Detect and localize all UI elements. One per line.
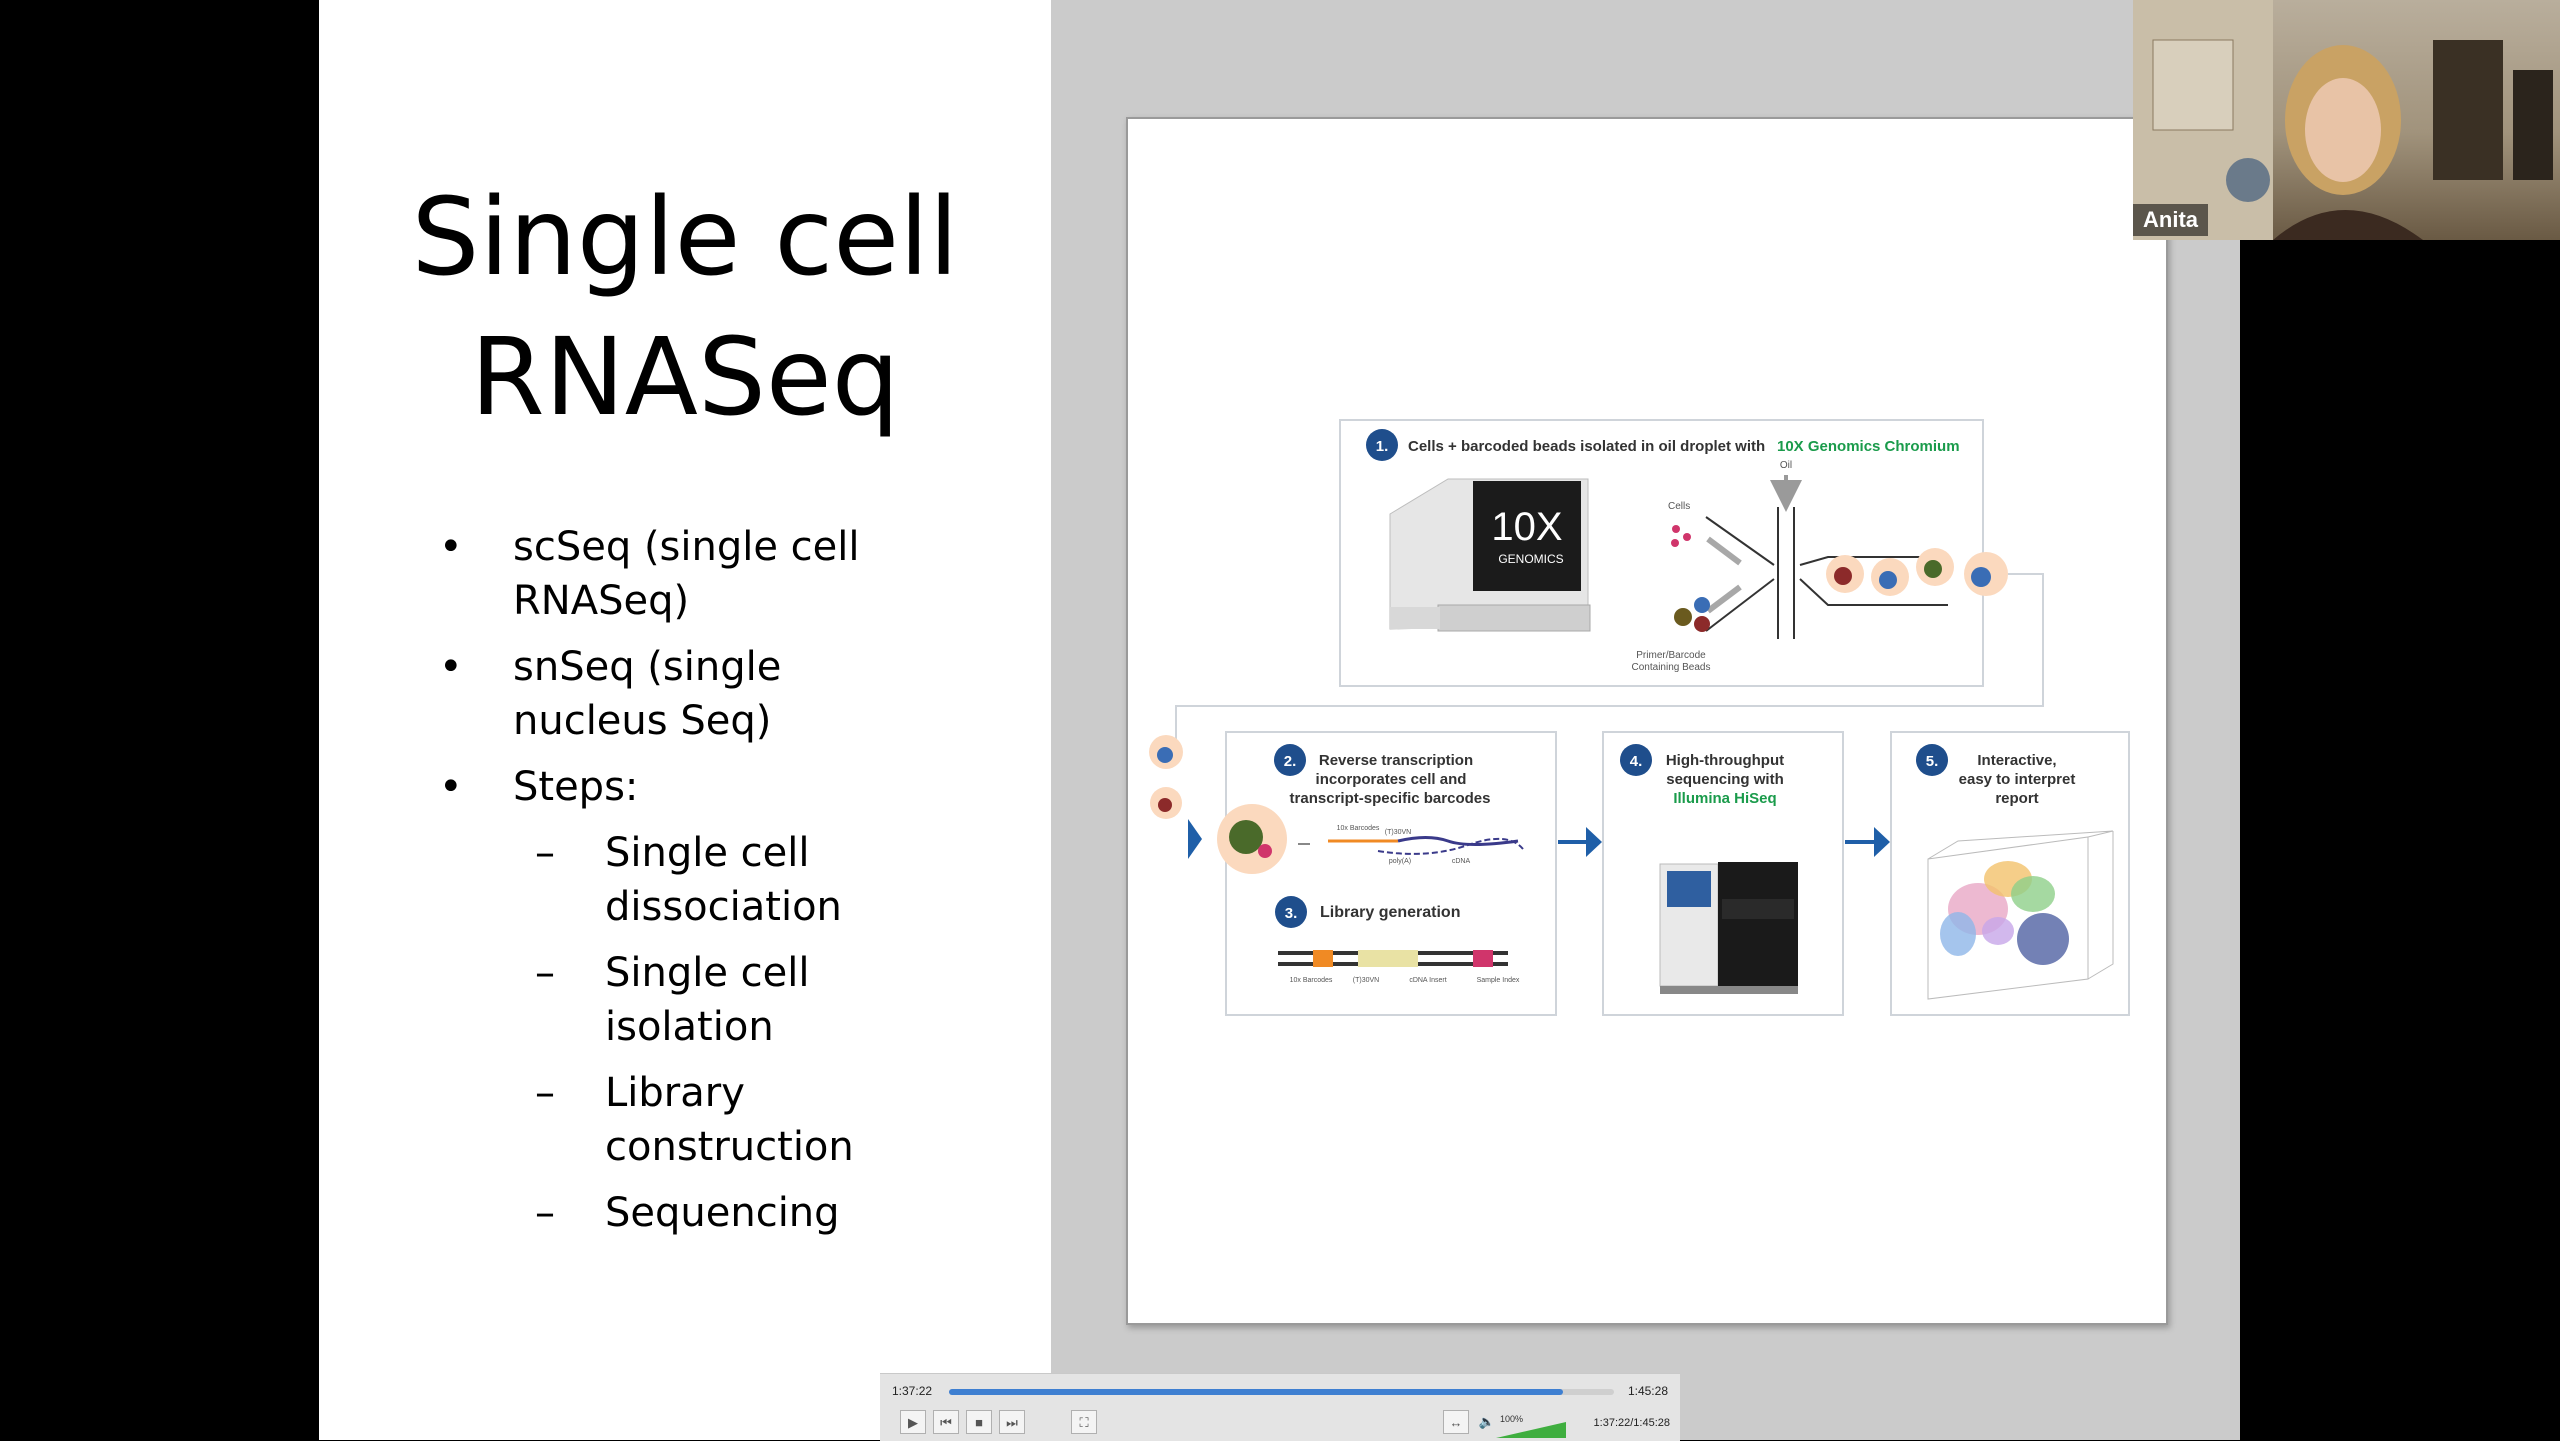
seek-bar-progress	[949, 1389, 1563, 1395]
step2-title-line2: incorporates cell and	[1316, 771, 1467, 788]
chromium-instrument-image: 10X GENOMICS	[1389, 478, 1591, 632]
label-beads-1: Primer/Barcode	[1636, 650, 1706, 661]
step2-label-cdna: cDNA	[1452, 858, 1471, 865]
arrow-head	[1586, 827, 1602, 857]
participant-video-image	[2133, 0, 2553, 240]
tsne-cluster-cube-image	[1927, 830, 2114, 1000]
sub-bullet-item: –Single cell dissociation	[535, 830, 842, 930]
arrow-to-step2	[1188, 819, 1202, 859]
resize-icon[interactable]: ↔	[1443, 1410, 1469, 1434]
step4-title-line1: High-throughput	[1666, 752, 1784, 769]
step2-title-line3: transcript-specific barcodes	[1290, 790, 1491, 807]
step2-3-box	[1225, 731, 1557, 1016]
sub-bullet-item: –Library construction	[535, 1070, 854, 1170]
media-player-controls: 1:37:22 1:45:28 ▶ ⏮ ■ ⏭ ⛶ ↔ 🔈 100% 1:37:…	[880, 1373, 1680, 1441]
instrument-logo: 10X	[1491, 505, 1562, 549]
lib-label-cdna: cDNA Insert	[1409, 977, 1446, 984]
step1-number: 1.	[1376, 438, 1389, 455]
play-icon[interactable]: ▶	[900, 1410, 926, 1434]
right-letterbox	[2240, 240, 2560, 1440]
bullet-item: •snSeq (single nucleus Seq)	[439, 644, 782, 744]
instrument-sub: GENOMICS	[1498, 552, 1563, 566]
bullet-list: •scSeq (single cell RNASeq) •snSeq (sing…	[439, 520, 985, 1252]
step5-number: 5.	[1926, 753, 1939, 770]
current-time: 1:37:22	[892, 1384, 933, 1398]
step3-title: Library generation	[1320, 904, 1460, 921]
step1-number-badge	[1366, 429, 1398, 461]
reverse-transcription-diagram: 10x Barcodes (T)30VN poly(A) cDNA	[1217, 804, 1524, 874]
step2-number-badge	[1274, 744, 1306, 776]
step4-number: 4.	[1630, 753, 1643, 770]
left-letterbox	[0, 0, 319, 1440]
step3-number: 3.	[1285, 905, 1298, 922]
label-beads-2: Containing Beads	[1632, 662, 1711, 673]
step2-label-polya: poly(A)	[1389, 858, 1411, 865]
stop-icon[interactable]: ■	[966, 1410, 992, 1434]
library-construct-diagram: 10x Barcodes (T)30VN cDNA Insert Sample …	[1278, 950, 1520, 984]
step5-title-line3: report	[1995, 790, 2038, 807]
lib-label-index: Sample Index	[1477, 977, 1520, 984]
hiseq-instrument-image	[1659, 862, 1798, 994]
lib-label-polyt: (T)30VN	[1353, 977, 1379, 984]
speaker-icon[interactable]: 🔈	[1478, 1414, 1496, 1429]
step1-title: Cells + barcoded beads isolated in oil d…	[1408, 438, 1765, 455]
step4-number-badge	[1620, 744, 1652, 776]
step2-title-line1: Reverse transcription	[1319, 752, 1473, 769]
next-icon[interactable]: ⏭	[999, 1410, 1025, 1434]
step4-title-line2: sequencing with	[1666, 771, 1784, 788]
bullet-item: •Steps:	[439, 764, 639, 810]
label-oil: Oil	[1780, 460, 1792, 471]
step3-number-badge	[1275, 896, 1307, 928]
step2-label-barcodes: 10x Barcodes	[1337, 825, 1380, 832]
document-page: 1. Cells + barcoded beads isolated in oi…	[1126, 117, 2168, 1325]
step2-number: 2.	[1284, 753, 1297, 770]
sub-bullet-item: –Sequencing	[535, 1190, 840, 1236]
total-duration: 1:45:28	[1627, 1384, 1668, 1398]
seek-bar[interactable]	[949, 1389, 1614, 1395]
arrow-head	[1874, 827, 1890, 857]
step2-label-polyt: (T)30VN	[1385, 829, 1411, 836]
step5-title-line2: easy to interpret	[1959, 771, 2076, 788]
previous-icon[interactable]: ⏮	[933, 1410, 959, 1434]
participant-name: Anita	[2133, 204, 2208, 236]
volume-slider[interactable]	[1496, 1422, 1566, 1438]
participant-video-tile[interactable]	[2133, 0, 2560, 240]
connector-line	[1175, 573, 2044, 757]
step1-brand: 10X Genomics Chromium	[1777, 438, 1960, 455]
fullscreen-icon[interactable]: ⛶	[1071, 1410, 1097, 1434]
step5-number-badge	[1916, 744, 1948, 776]
step4-brand: Illumina HiSeq	[1673, 790, 1776, 807]
label-cells: Cells	[1668, 501, 1690, 512]
bullet-item: •scSeq (single cell RNASeq)	[439, 524, 860, 624]
volume-percent: 100%	[1500, 1414, 1524, 1424]
step5-title-line1: Interactive,	[1977, 752, 2056, 769]
time-readout: 1:37:22/1:45:28	[1593, 1417, 1670, 1429]
slide-title: Single cell RNASeq	[411, 176, 959, 440]
sub-bullet-item: –Single cell isolation	[535, 950, 810, 1050]
microfluidic-junction-diagram: Oil Cells Primer/Barcode Containing Bead…	[1632, 460, 2008, 673]
workflow-figure: 1. Cells + barcoded beads isolated in oi…	[1149, 419, 2130, 1016]
slide-panel: Single cell RNASeq •scSeq (single cell R…	[319, 0, 1051, 1440]
lib-label-barcodes: 10x Barcodes	[1290, 977, 1333, 984]
